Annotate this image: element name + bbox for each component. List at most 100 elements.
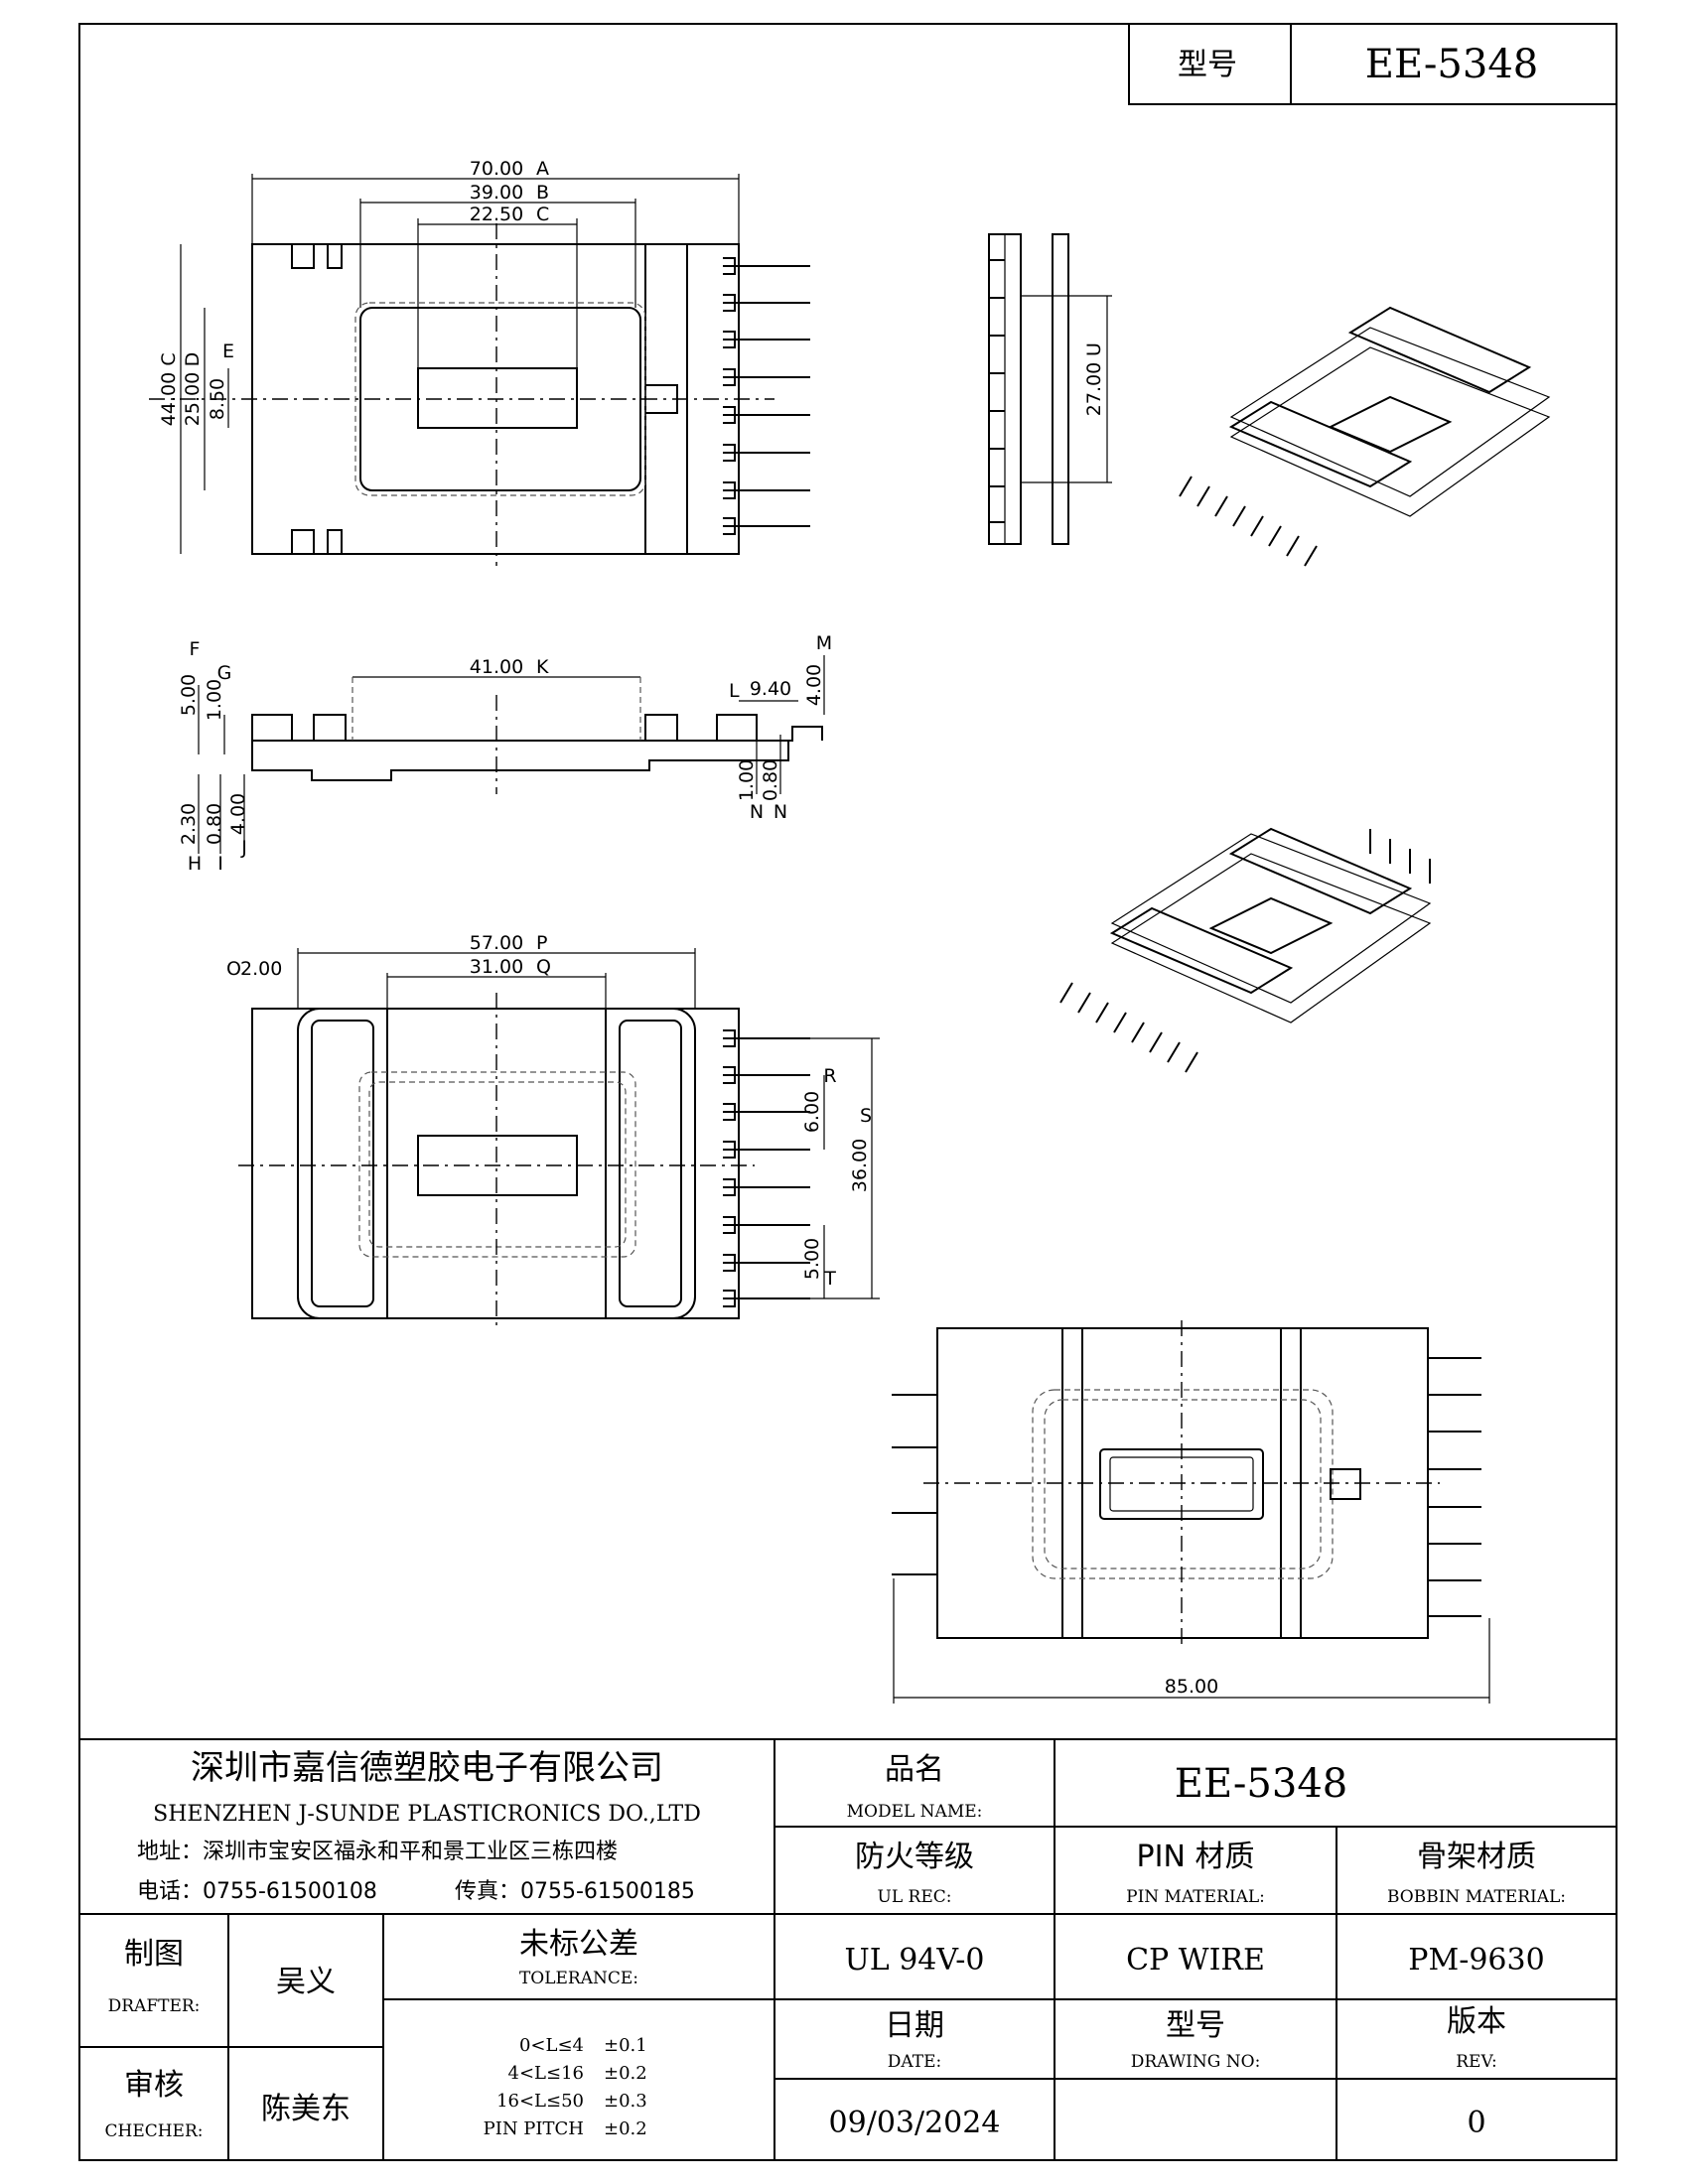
dim-k-tag: K	[536, 656, 549, 678]
checker-name: 陈美东	[261, 2092, 351, 2126]
bobbin-label-cn: 骨架材质	[1417, 1840, 1536, 1874]
company-name-cn: 深圳市嘉信德塑胶电子有限公司	[191, 1748, 663, 1788]
ul-value: UL 94V-0	[844, 1943, 984, 1978]
dim-h-tag: H	[188, 853, 202, 875]
pin-label-en: PIN MATERIAL:	[1126, 1887, 1265, 1907]
dim-u-tag: U	[1083, 342, 1105, 356]
date-label-cn: 日期	[885, 2008, 944, 2043]
header-type-box: 型号 EE-5348	[1128, 23, 1618, 105]
dim-o-tag: O	[226, 958, 241, 980]
tolerance-value-3: ±0.3	[604, 2091, 647, 2112]
drafter-name: 吴义	[276, 1965, 336, 1999]
drafter-label-cn: 制图	[124, 1937, 184, 1972]
checker-label-en: CHECHER:	[104, 2121, 203, 2141]
dim-q-tag: Q	[536, 956, 551, 978]
dim-a-value: 70.00	[470, 158, 523, 180]
company-fax: 传真：0755-61500185	[455, 1879, 695, 1904]
dim-m-value: 4.00	[803, 664, 825, 706]
dim-o-value: 2.00	[240, 958, 282, 980]
dim-s-value: 36.00	[849, 1139, 871, 1192]
dim-i-value: 0.80	[204, 803, 225, 845]
dim-n1-value: 1.00	[736, 759, 758, 801]
dim-t-tag: T	[823, 1268, 836, 1290]
dim-f-tag: F	[190, 638, 201, 660]
company-phone: 电话：0755-61500108	[137, 1879, 377, 1904]
dim-c-tag: C	[536, 204, 549, 225]
dim-b-tag: B	[536, 182, 549, 204]
dim-m-tag: M	[816, 632, 832, 654]
checker-label-cn: 审核	[124, 2068, 184, 2103]
date-label-en: DATE:	[888, 2052, 941, 2072]
dim-p-tag: P	[536, 932, 547, 954]
rev-value: 0	[1467, 2106, 1485, 2140]
tolerance-value-1: ±0.1	[604, 2035, 647, 2056]
company-name-en: SHENZHEN J-SUNDE PLASTICRONICS DO.,LTD	[153, 1802, 701, 1827]
model-label-cn: 品名	[885, 1752, 944, 1787]
bottom-view: 57.00 P 31.00 Q O 2.00 6.00 R 36.00 S 5.…	[226, 932, 880, 1330]
tolerance-value-4: ±0.2	[604, 2118, 647, 2139]
header-type-value: EE-5348	[1365, 42, 1538, 87]
rev-label-cn: 版本	[1447, 2004, 1506, 2039]
date-value: 09/03/2024	[829, 2106, 1001, 2140]
company-address: 地址：深圳市宝安区福永和平和景工业区三栋四楼	[137, 1840, 618, 1864]
front-view: 41.00 K 5.00 F 1.00 G 2.30 H 0.80 I 4.00…	[178, 632, 832, 875]
iso-view-1	[1179, 306, 1551, 567]
tolerance-range-3: 16<L≤50	[496, 2091, 584, 2112]
dim-j-tag: J	[240, 837, 247, 859]
ul-label-en: UL REC:	[878, 1887, 952, 1907]
dim-q-value: 31.00	[470, 956, 523, 978]
drawing-label-cn: 型号	[1166, 2008, 1225, 2043]
dim-a-tag: A	[536, 158, 549, 180]
dim-g-value: 1.00	[204, 679, 225, 721]
side-view: 27.00 U	[988, 233, 1112, 545]
tolerance-range-2: 4<L≤16	[508, 2063, 584, 2084]
dim-44-value: 44.00	[158, 372, 180, 426]
tolerance-range-4: PIN PITCH	[484, 2118, 584, 2139]
dim-f-value: 5.00	[178, 674, 200, 716]
header-type-label: 型号	[1178, 48, 1237, 82]
dim-8-5-value: 8.50	[207, 378, 228, 420]
title-block: 深圳市嘉信德塑胶电子有限公司 SHENZHEN J-SUNDE PLASTICR…	[78, 1738, 1618, 2161]
pin-label-cn: PIN 材质	[1137, 1840, 1255, 1874]
top-view: 70.00 A 39.00 B 22.50 C 44.00 C 25.00 D …	[149, 158, 810, 566]
drafter-label-en: DRAFTER:	[108, 1996, 201, 2016]
dim-n1-tag: N	[750, 801, 764, 823]
dim-j-value: 4.00	[227, 793, 249, 835]
dim-i-tag: I	[217, 853, 223, 875]
dim-b-value: 39.00	[470, 182, 523, 204]
dim-n2-value: 0.80	[760, 759, 781, 801]
bottom-view-pins	[723, 1029, 810, 1307]
bobbin-value: PM-9630	[1408, 1943, 1544, 1978]
model-value: EE-5348	[1175, 1761, 1347, 1807]
dim-n2-tag: N	[774, 801, 787, 823]
rev-label-en: REV:	[1456, 2052, 1497, 2072]
dim-c-value: 22.50	[470, 204, 523, 225]
dim-overall-value: 85.00	[1165, 1676, 1218, 1698]
top-view-pins	[723, 257, 810, 535]
bobbin-label-en: BOBBIN MATERIAL:	[1387, 1887, 1566, 1907]
tolerance-label-cn: 未标公差	[519, 1927, 638, 1962]
tolerance-label-en: TOLERANCE:	[519, 1969, 638, 1988]
dim-p-value: 57.00	[470, 932, 523, 954]
dim-25-value: 25.00	[182, 372, 204, 426]
dim-t-value: 5.00	[801, 1238, 823, 1280]
pin-value: CP WIRE	[1126, 1943, 1265, 1978]
drawing-label-en: DRAWING NO:	[1131, 2052, 1261, 2072]
tolerance-value-2: ±0.2	[604, 2063, 647, 2084]
dim-r-value: 6.00	[801, 1091, 823, 1133]
dim-h-value: 2.30	[178, 803, 200, 845]
dim-l-value: 9.40	[750, 678, 791, 700]
model-label-en: MODEL NAME:	[847, 1802, 983, 1822]
dim-g-tag: G	[217, 662, 232, 684]
dim-l-tag: L	[729, 680, 740, 702]
dim-r-tag: R	[823, 1065, 836, 1087]
iso-view-2	[1059, 827, 1432, 1073]
dim-8-5-tag: E	[222, 341, 234, 362]
dim-s-tag: S	[860, 1105, 872, 1127]
ul-label-cn: 防火等级	[855, 1840, 974, 1874]
dim-44-tag: C	[158, 352, 180, 365]
dim-k-value: 41.00	[470, 656, 523, 678]
tolerance-range-1: 0<L≤4	[519, 2035, 584, 2056]
dim-25-tag: D	[182, 352, 204, 367]
